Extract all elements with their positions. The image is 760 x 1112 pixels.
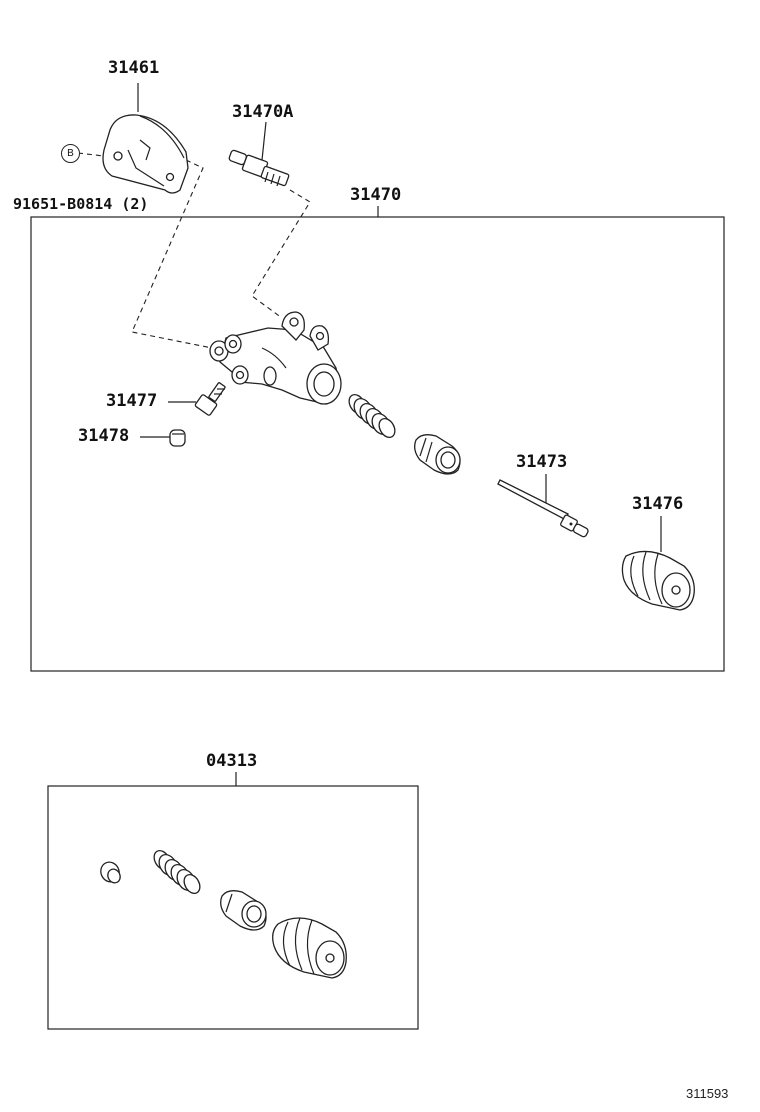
label-bleeder-cap: 31478	[78, 426, 130, 446]
repair-kit-frame	[47, 785, 419, 1030]
assembly-line-bracket	[131, 159, 223, 351]
kit-spring-part	[153, 850, 201, 894]
cylinder-body-part	[209, 311, 342, 405]
piston-cup-part	[414, 434, 461, 475]
bleeder-cap-part	[169, 429, 186, 447]
label-bolt: 91651-B0814 (2)	[13, 195, 149, 213]
bolt-badge: B	[61, 144, 80, 163]
label-boot: 31476	[632, 494, 684, 514]
bracket-part	[102, 114, 189, 194]
cylinder-assembly-frame	[30, 216, 725, 672]
push-rod-part	[497, 479, 589, 538]
label-bleeder-screw: 31477	[106, 391, 158, 411]
figure-number: 311593	[686, 1086, 729, 1101]
assembly-line-bleeder-plug	[251, 189, 311, 319]
kit-piston-cup-part	[220, 890, 267, 931]
label-cylinder-assembly: 31470	[350, 185, 402, 205]
label-repair-kit: 04313	[206, 751, 258, 771]
label-bleeder-plug: 31470A	[232, 102, 294, 122]
boot-part	[621, 550, 695, 611]
leader-31470a	[261, 121, 267, 161]
bleeder-screw-part	[194, 382, 226, 416]
label-bracket: 31461	[108, 58, 160, 78]
spring-part	[348, 394, 396, 438]
label-push-rod: 31473	[516, 452, 568, 472]
kit-boot-part	[272, 917, 347, 979]
kit-cap-part	[100, 861, 121, 884]
bleeder-plug-part	[228, 149, 290, 187]
